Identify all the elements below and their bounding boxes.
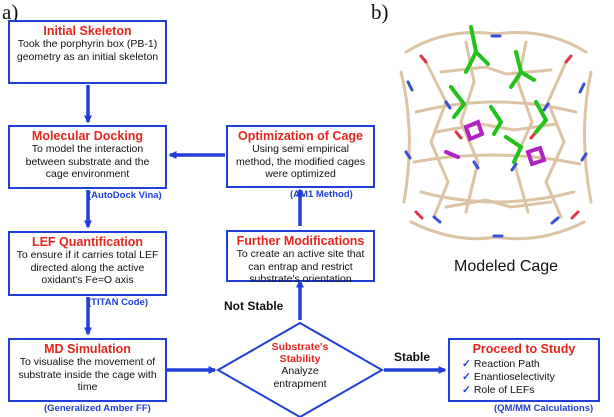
proceed-item: ✓Enantioselectivity xyxy=(462,371,555,383)
md-simulation-desc: To visualise the movement of substrate i… xyxy=(18,356,157,393)
qmmm-tag: (QM/MM Calculations) xyxy=(494,403,594,414)
check-icon: ✓ xyxy=(462,371,471,383)
decision-desc-2: entrapment xyxy=(273,377,327,390)
decision-desc-1: Analyze xyxy=(281,365,319,377)
molecular-docking-title: Molecular Docking xyxy=(31,129,144,143)
lef-quantification-box: LEF Quantification To ensure if it carri… xyxy=(8,231,167,296)
further-modifications-title: Further Modifications xyxy=(236,234,365,248)
autodock-tag: (AutoDock Vina) xyxy=(88,190,162,201)
optimization-title: Optimization of Cage xyxy=(238,129,363,143)
initial-skeleton-box: Initial Skeleton Took the porphyrin box … xyxy=(8,20,167,84)
proceed-title: Proceed to Study xyxy=(472,342,576,356)
optimization-desc: Using semi empirical method, the modifie… xyxy=(236,143,365,180)
modeled-cage-image xyxy=(399,25,593,241)
initial-skeleton-title: Initial Skeleton xyxy=(43,24,132,38)
further-modifications-box: Further Modifications To create an activ… xyxy=(226,230,375,285)
amber-tag: (Generalized Amber FF) xyxy=(44,403,151,414)
molecular-docking-desc: To model the interaction between substra… xyxy=(25,143,150,180)
check-icon: ✓ xyxy=(462,358,471,370)
modeled-cage-caption: Modeled Cage xyxy=(454,258,559,275)
decision-title-2: Stability xyxy=(279,353,321,365)
md-simulation-box: MD Simulation To visualise the movement … xyxy=(8,338,167,402)
not-stable-label: Not Stable xyxy=(224,299,284,313)
titan-tag: (TITAN Code) xyxy=(88,297,148,308)
decision-text: Substrate's Stability Analyze entrapment xyxy=(252,341,348,390)
decision-title-1: Substrate's xyxy=(271,341,329,353)
decision-diamond xyxy=(215,321,385,417)
further-modifications-desc: To create an active site that can entrap… xyxy=(236,248,365,285)
panel-label-b: b) xyxy=(371,0,389,24)
molecular-docking-box: Molecular Docking To model the interacti… xyxy=(8,125,167,189)
stable-label: Stable xyxy=(394,350,431,364)
check-icon: ✓ xyxy=(462,384,471,396)
lef-quantification-desc: To ensure if it carries total LEF direct… xyxy=(16,249,159,286)
proceed-item: ✓Reaction Path xyxy=(462,358,540,370)
proceed-to-study-box: Proceed to Study ✓Reaction Path ✓Enantio… xyxy=(448,338,600,402)
md-simulation-title: MD Simulation xyxy=(44,342,131,356)
lef-quantification-title: LEF Quantification xyxy=(31,235,144,249)
panel-label-a: a) xyxy=(2,0,19,24)
initial-skeleton-desc: Took the porphyrin box (PB-1) geometry a… xyxy=(16,38,159,63)
optimization-box: Optimization of Cage Using semi empirica… xyxy=(226,125,375,188)
am1-tag: (AM1 Method) xyxy=(290,189,353,200)
proceed-item: ✓Role of LEFs xyxy=(462,384,535,396)
